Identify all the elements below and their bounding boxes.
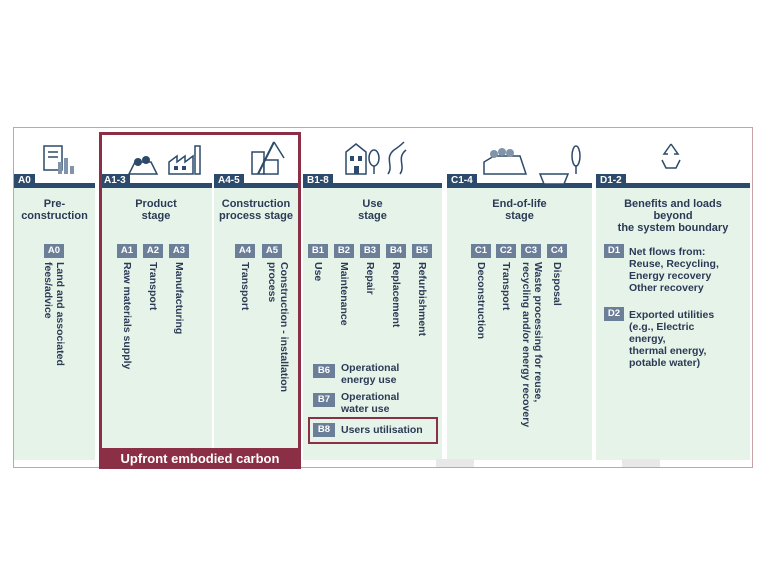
band-c1-4 — [447, 183, 592, 188]
stage-code-a4-5: A4-5 — [214, 174, 244, 188]
upfront-embodied-carbon-label: Upfront embodied carbon — [99, 448, 301, 469]
stage-title-d1-2: Benefits and loads beyond the system bou… — [617, 198, 729, 234]
column-d1-2 — [596, 188, 750, 460]
band-d1-2 — [596, 183, 750, 188]
module-tag-b4: B4 — [386, 244, 406, 258]
module-tag-b5: B5 — [412, 244, 432, 258]
stage-code-a1-3: A1-3 — [100, 174, 130, 188]
band-a1-3 — [100, 183, 212, 188]
module-tag-c1: C1 — [471, 244, 491, 258]
crane-icon — [251, 141, 285, 175]
module-label-a5: Construction - installation process — [266, 262, 290, 393]
module-label-a0: Land and associated fees/advice — [42, 262, 66, 366]
module-tag-a3: A3 — [169, 244, 189, 258]
building-tree-road-icon — [345, 141, 407, 175]
upfront-embodied-carbon-box — [99, 132, 301, 469]
stage-code-d1-2: D1-2 — [596, 174, 626, 188]
module-label-d2: Exported utilities (e.g., Electric energ… — [629, 309, 715, 369]
stage-code-a0: A0 — [14, 174, 35, 188]
module-tag-a5: A5 — [262, 244, 282, 258]
divider-gap — [436, 459, 474, 467]
module-tag-a4: A4 — [235, 244, 255, 258]
module-label-b4: Replacement — [390, 262, 402, 328]
module-tag-a2: A2 — [143, 244, 163, 258]
module-label-a1: Raw materials supply — [121, 262, 133, 370]
module-label-b2: Maintenance — [338, 262, 350, 326]
module-label-b1: Use — [312, 262, 324, 282]
band-a0 — [14, 183, 95, 188]
module-label-a2: Transport — [147, 262, 159, 311]
module-label-c4: Disposal — [551, 262, 563, 306]
module-tag-b7: B7 — [313, 393, 335, 407]
stage-title-a4-5: Construction process stage — [219, 198, 293, 222]
module-label-c3: Waste processing for reuse, recycling an… — [520, 262, 544, 428]
module-label-a3: Manufacturing — [173, 262, 185, 335]
column-a1-3 — [100, 188, 212, 460]
module-label-b7: Operational water use — [341, 391, 400, 415]
module-tag-a1: A1 — [117, 244, 137, 258]
truck-skip-icon — [483, 145, 581, 185]
module-tag-b6: B6 — [313, 364, 335, 378]
stage-title-a1-3: Product stage — [135, 198, 177, 222]
band-a4-5 — [214, 183, 298, 188]
column-b1-8 — [303, 188, 442, 460]
module-tag-b2: B2 — [334, 244, 354, 258]
stage-title-c1-4: End-of-life stage — [492, 198, 547, 222]
module-label-b6: Operational energy use — [341, 362, 400, 386]
module-label-a4: Transport — [239, 262, 251, 311]
column-a0 — [14, 188, 95, 460]
module-label-b8: Users utilisation — [341, 424, 423, 436]
module-tag-d2: D2 — [604, 307, 624, 321]
recycle-icon — [661, 143, 681, 169]
module-tag-a0: A0 — [44, 244, 64, 258]
module-tag-c3: C3 — [521, 244, 541, 258]
module-label-c2: Transport — [500, 262, 512, 311]
band-b1-8 — [303, 183, 442, 188]
module-tag-b8: B8 — [313, 423, 335, 437]
module-tag-b1: B1 — [308, 244, 328, 258]
b8-highlight-box — [308, 417, 438, 444]
stage-title-b1-8: Use stage — [358, 198, 387, 222]
module-label-b5: Refurbishment — [416, 262, 428, 337]
module-tag-d1: D1 — [604, 244, 624, 258]
factory-icon — [127, 145, 201, 175]
module-label-c1: Deconstruction — [475, 262, 487, 340]
module-label-d1: Net flows from: Reuse, Recycling, Energy… — [629, 246, 719, 294]
column-c1-4 — [447, 188, 592, 460]
document-chart-icon — [43, 145, 74, 174]
stage-code-b1-8: B1-8 — [303, 174, 333, 188]
stage-title-a0: Pre- construction — [21, 198, 88, 222]
divider-gap — [622, 459, 660, 467]
module-label-b3: Repair — [364, 262, 376, 295]
module-tag-c2: C2 — [496, 244, 516, 258]
module-tag-b3: B3 — [360, 244, 380, 258]
module-tag-c4: C4 — [547, 244, 567, 258]
stage-code-c1-4: C1-4 — [447, 174, 477, 188]
column-a4-5 — [214, 188, 298, 460]
